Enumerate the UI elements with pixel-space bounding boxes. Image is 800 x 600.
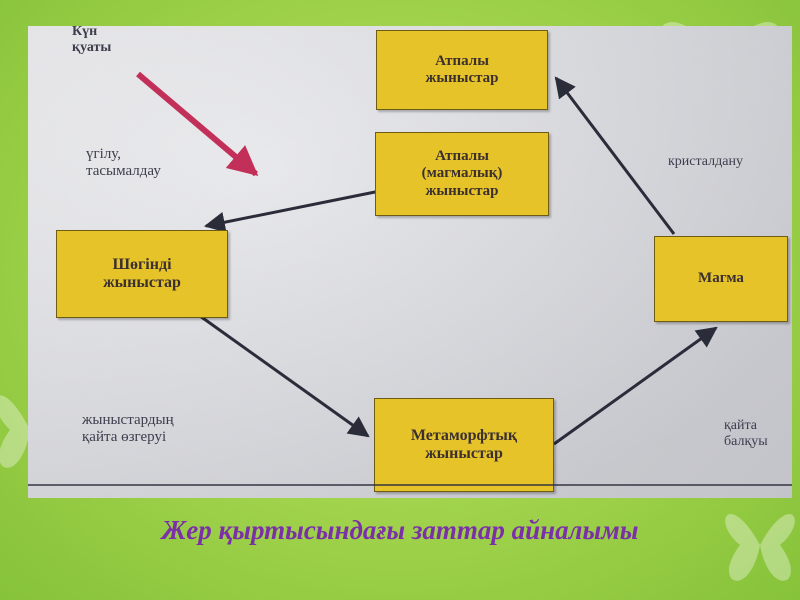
label-rock-change: жыныстардың қайта өзгеруі <box>82 412 174 446</box>
label-solar-energy: Күн қуаты <box>72 26 112 56</box>
node-sedimentary-rocks: Шөгінді жыныстар <box>56 230 228 318</box>
arrows-layer <box>136 71 718 446</box>
rock-cycle-photo: Атпалы жыныстар Атпалы (магмалық) жыныст… <box>28 26 792 498</box>
node-igneous-magmatic-rocks: Атпалы (магмалық) жыныстар <box>375 132 549 216</box>
rock-change-arrow <box>199 314 370 438</box>
node-magma: Магма <box>654 236 788 322</box>
weathering-arrow <box>203 189 381 233</box>
slide-caption: Жер қыртысындағы заттар айналымы <box>161 515 639 545</box>
node-metamorphic-rocks: Метаморфтық жыныстар <box>374 398 554 492</box>
solar-energy-arrow <box>136 71 259 177</box>
node-igneous-rocks: Атпалы жыныстар <box>376 30 548 110</box>
label-crystallization: кристалдану <box>668 154 743 169</box>
remelting-arrow <box>553 326 718 446</box>
butterfly-decoration-icon <box>725 514 795 581</box>
label-weathering-transport: үгілу, тасымалдау <box>86 146 161 180</box>
label-remelting: қайта балқуы <box>724 418 768 450</box>
crystallization-arrow <box>554 76 676 235</box>
divider-line <box>28 484 792 486</box>
